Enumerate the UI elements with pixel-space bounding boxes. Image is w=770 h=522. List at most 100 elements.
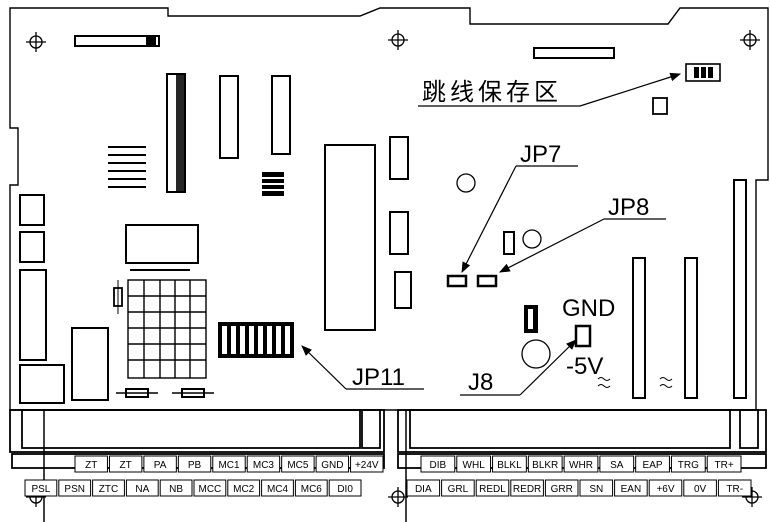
terminal-cell bbox=[475, 479, 510, 497]
terminal-label: PA bbox=[154, 460, 167, 471]
terminal-cell bbox=[261, 479, 294, 497]
j8-label: J8 bbox=[468, 369, 493, 396]
mounting-hole-icon bbox=[26, 32, 46, 52]
terminal-label: EAP bbox=[643, 460, 663, 471]
terminal-label: DI0 bbox=[337, 484, 353, 495]
mounting-hole-icon bbox=[742, 487, 762, 507]
terminal-cell bbox=[328, 479, 362, 497]
terminal-label: ZTC bbox=[99, 484, 118, 495]
terminal-cell bbox=[544, 479, 579, 497]
terminal-label: SN bbox=[589, 484, 603, 495]
terminal-label: TRG bbox=[678, 460, 699, 471]
component-rect bbox=[394, 271, 412, 309]
terminal-cell bbox=[125, 479, 159, 497]
terminal-label: WHL bbox=[463, 460, 486, 471]
terminal-cell bbox=[456, 455, 492, 473]
terminal-cell bbox=[315, 455, 350, 473]
terminal-cell bbox=[24, 479, 58, 497]
main-ic bbox=[324, 144, 376, 331]
small-square-component bbox=[652, 97, 668, 115]
jp11-header bbox=[218, 322, 294, 358]
terminal-cell bbox=[294, 479, 328, 497]
terminal-label: WHR bbox=[569, 460, 593, 471]
terminal-label: ZT bbox=[85, 460, 97, 471]
component-rect bbox=[389, 136, 409, 180]
left-component bbox=[19, 364, 65, 404]
neg5v-label: -5V bbox=[566, 353, 603, 380]
top-header-right bbox=[533, 47, 615, 59]
terminal-label: EAN bbox=[621, 484, 642, 495]
terminal-cell bbox=[406, 479, 441, 497]
jp7-label: JP7 bbox=[520, 141, 561, 168]
terminal-cell bbox=[670, 455, 706, 473]
terminal-cell bbox=[492, 455, 527, 473]
terminal-label: GND bbox=[321, 460, 343, 471]
terminal-label: +6V bbox=[656, 484, 674, 495]
terminal-cell bbox=[510, 479, 544, 497]
left-component bbox=[19, 231, 45, 263]
terminal-cell bbox=[527, 455, 563, 473]
terminal-label: MCC bbox=[199, 484, 222, 495]
mounting-hole-icon bbox=[740, 30, 760, 50]
jp7-jumper bbox=[446, 274, 468, 288]
terminal-label: GRL bbox=[448, 484, 469, 495]
terminal-label: SA bbox=[610, 460, 624, 471]
gnd-label: GND bbox=[562, 295, 615, 322]
terminal-cell bbox=[92, 479, 125, 497]
terminal-cell bbox=[579, 479, 614, 497]
terminal-label: MC5 bbox=[287, 460, 309, 471]
terminal-cell bbox=[441, 479, 475, 497]
terminal-label: PSL bbox=[31, 484, 50, 495]
terminal-cell bbox=[74, 455, 108, 473]
vertical-bar bbox=[733, 179, 747, 399]
terminal-cell bbox=[143, 455, 177, 473]
terminal-label: REDL bbox=[479, 484, 506, 495]
terminal-cell bbox=[420, 455, 456, 473]
jp8-label: JP8 bbox=[608, 194, 649, 221]
top-header-left bbox=[74, 35, 160, 47]
terminal-label: MC2 bbox=[233, 484, 255, 495]
terminal-cell bbox=[159, 479, 193, 497]
terminal-cell bbox=[108, 455, 143, 473]
terminal-label: NB bbox=[169, 484, 183, 495]
ic-vertical bbox=[219, 75, 239, 159]
terminal-cell bbox=[635, 455, 670, 473]
jumper-storage-label: 跳线保存区 bbox=[422, 78, 562, 106]
terminal-labels-right-top: DIB WHL BLKL BLKR WHR SA EAP TRG TR+ bbox=[420, 455, 742, 473]
terminal-label: +24V bbox=[355, 460, 379, 471]
mounting-hole-icon bbox=[388, 30, 408, 50]
terminal-cell bbox=[706, 455, 742, 473]
terminal-label: NA bbox=[135, 484, 149, 495]
vertical-bar bbox=[684, 257, 698, 399]
component-rect bbox=[389, 211, 409, 255]
terminal-label: DIB bbox=[430, 460, 447, 471]
squiggle-symbol bbox=[597, 377, 673, 388]
jp8-jumper bbox=[476, 274, 498, 288]
terminal-label: BLKL bbox=[497, 460, 522, 471]
terminal-label: 0V bbox=[694, 484, 707, 495]
terminal-cell bbox=[212, 455, 246, 473]
terminal-cell bbox=[683, 479, 717, 497]
terminal-label: TR+ bbox=[715, 460, 734, 471]
terminal-label: MC6 bbox=[301, 484, 323, 495]
terminal-label: DIA bbox=[415, 484, 432, 495]
small-component bbox=[503, 231, 515, 255]
terminal-cell bbox=[58, 479, 92, 497]
mounting-hole-icon bbox=[388, 487, 408, 507]
circle-component bbox=[456, 173, 476, 193]
terminal-cell bbox=[281, 455, 315, 473]
terminal-cell bbox=[563, 455, 599, 473]
terminal-label: PB bbox=[188, 460, 202, 471]
terminal-label: ZT bbox=[120, 460, 132, 471]
terminal-cell bbox=[193, 479, 227, 497]
j8-connector bbox=[574, 324, 592, 348]
terminal-cell bbox=[227, 479, 261, 497]
terminal-label: MC1 bbox=[218, 460, 240, 471]
terminal-cell bbox=[246, 455, 281, 473]
terminal-label: REDR bbox=[513, 484, 541, 495]
terminal-label: BLKR bbox=[532, 460, 558, 471]
terminal-housing-right bbox=[397, 409, 767, 469]
